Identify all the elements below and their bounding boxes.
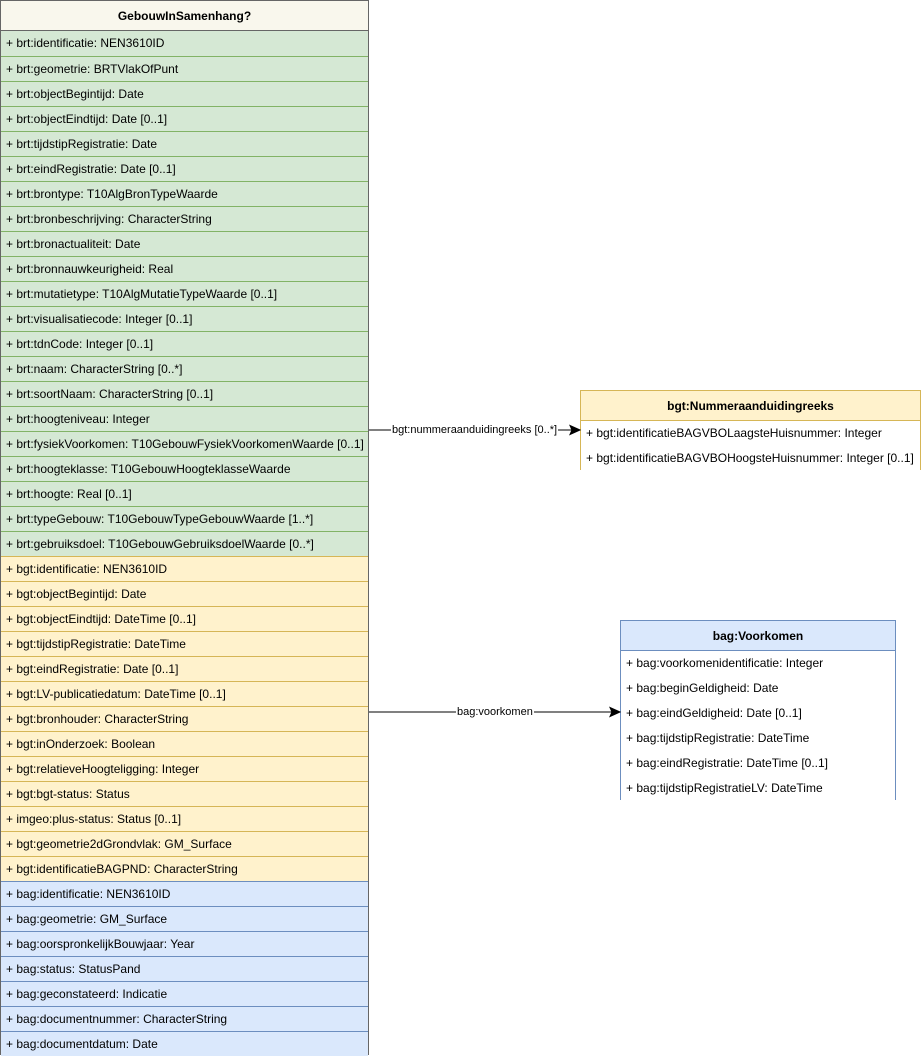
attribute-row[interactable]: + brt:hoogteklasse: T10GebouwHoogteklass…	[1, 456, 368, 481]
attribute-row[interactable]: + bag:status: StatusPand	[1, 956, 368, 981]
class-title: GebouwInSamenhang?	[1, 1, 368, 31]
attribute-list: + brt:identificatie: NEN3610ID+ brt:geom…	[1, 31, 368, 1056]
attribute-row[interactable]: + bag:documentdatum: Date	[1, 1031, 368, 1056]
attribute-row[interactable]: + brt:eindRegistratie: Date [0..1]	[1, 156, 368, 181]
attribute-row[interactable]: + bgt:relatieveHoogteligging: Integer	[1, 756, 368, 781]
attribute-row[interactable]: + bag:eindGeldigheid: Date [0..1]	[621, 701, 895, 726]
attribute-row[interactable]: + bag:geconstateerd: Indicatie	[1, 981, 368, 1006]
attribute-row[interactable]: + bgt:identificatieBAGVBOHoogsteHuisnumm…	[581, 446, 920, 471]
attribute-row[interactable]: + bag:eindRegistratie: DateTime [0..1]	[621, 751, 895, 776]
attribute-row[interactable]: + brt:bronbeschrijving: CharacterString	[1, 206, 368, 231]
attribute-row[interactable]: + brt:hoogteniveau: Integer	[1, 406, 368, 431]
attribute-row[interactable]: + bag:documentnummer: CharacterString	[1, 1006, 368, 1031]
attribute-row[interactable]: + bgt:bgt-status: Status	[1, 781, 368, 806]
attribute-row[interactable]: + brt:bronnauwkeurigheid: Real	[1, 256, 368, 281]
attribute-row[interactable]: + bgt:tijdstipRegistratie: DateTime	[1, 631, 368, 656]
class-voorkomen[interactable]: bag:Voorkomen + bag:voorkomenidentificat…	[620, 620, 896, 801]
arrowhead-icon	[609, 706, 622, 718]
attribute-row[interactable]: + bgt:objectEindtijd: DateTime [0..1]	[1, 606, 368, 631]
attribute-row[interactable]: + bgt:identificatie: NEN3610ID	[1, 556, 368, 581]
arrowhead-icon	[569, 424, 582, 436]
attribute-row[interactable]: + bag:oorspronkelijkBouwjaar: Year	[1, 931, 368, 956]
attribute-row[interactable]: + brt:identificatie: NEN3610ID	[1, 31, 368, 56]
attribute-row[interactable]: + bag:voorkomenidentificatie: Integer	[621, 651, 895, 676]
attribute-row[interactable]: + brt:brontype: T10AlgBronTypeWaarde	[1, 181, 368, 206]
attribute-row[interactable]: + bgt:LV-publicatiedatum: DateTime [0..1…	[1, 681, 368, 706]
attribute-row[interactable]: + bgt:objectBegintijd: Date	[1, 581, 368, 606]
attribute-row[interactable]: + brt:gebruiksdoel: T10GebouwGebruiksdoe…	[1, 531, 368, 556]
attribute-row[interactable]: + bgt:identificatieBAGPND: CharacterStri…	[1, 856, 368, 881]
attribute-row[interactable]: + bgt:identificatieBAGVBOLaagsteHuisnumm…	[581, 421, 920, 446]
attribute-row[interactable]: + brt:naam: CharacterString [0..*]	[1, 356, 368, 381]
attribute-row[interactable]: + bag:identificatie: NEN3610ID	[1, 881, 368, 906]
attribute-row[interactable]: + brt:bronactualiteit: Date	[1, 231, 368, 256]
attribute-row[interactable]: + bag:tijdstipRegistratie: DateTime	[621, 726, 895, 751]
attribute-row[interactable]: + brt:tijdstipRegistratie: Date	[1, 131, 368, 156]
attribute-list: + bgt:identificatieBAGVBOLaagsteHuisnumm…	[581, 421, 920, 471]
attribute-row[interactable]: + brt:typeGebouw: T10GebouwTypeGebouwWaa…	[1, 506, 368, 531]
association-label-nummeraanduidingreeks: bgt:nummeraanduidingreeks [0..*]	[391, 424, 559, 437]
attribute-row[interactable]: + bgt:bronhouder: CharacterString	[1, 706, 368, 731]
attribute-row[interactable]: + brt:mutatietype: T10AlgMutatieTypeWaar…	[1, 281, 368, 306]
association-label-voorkomen: bag:voorkomen	[456, 706, 534, 719]
attribute-row[interactable]: + brt:geometrie: BRTVlakOfPunt	[1, 56, 368, 81]
attribute-row[interactable]: + brt:hoogte: Real [0..1]	[1, 481, 368, 506]
class-nummeraanduidingreeks[interactable]: bgt:Nummeraanduidingreeks + bgt:identifi…	[580, 390, 921, 471]
attribute-row[interactable]: + imgeo:plus-status: Status [0..1]	[1, 806, 368, 831]
attribute-row[interactable]: + bgt:eindRegistratie: Date [0..1]	[1, 656, 368, 681]
attribute-row[interactable]: + bgt:inOnderzoek: Boolean	[1, 731, 368, 756]
attribute-row[interactable]: + bag:tijdstipRegistratieLV: DateTime	[621, 776, 895, 801]
attribute-row[interactable]: + brt:tdnCode: Integer [0..1]	[1, 331, 368, 356]
attribute-row[interactable]: + brt:objectEindtijd: Date [0..1]	[1, 106, 368, 131]
attribute-list: + bag:voorkomenidentificatie: Integer+ b…	[621, 651, 895, 801]
class-title: bgt:Nummeraanduidingreeks	[581, 391, 920, 421]
attribute-row[interactable]: + brt:objectBegintijd: Date	[1, 81, 368, 106]
attribute-row[interactable]: + bag:beginGeldigheid: Date	[621, 676, 895, 701]
attribute-row[interactable]: + brt:soortNaam: CharacterString [0..1]	[1, 381, 368, 406]
attribute-row[interactable]: + brt:visualisatiecode: Integer [0..1]	[1, 306, 368, 331]
attribute-row[interactable]: + bgt:geometrie2dGrondvlak: GM_Surface	[1, 831, 368, 856]
attribute-row[interactable]: + brt:fysiekVoorkomen: T10GebouwFysiekVo…	[1, 431, 368, 456]
class-gebouw-in-samenhang[interactable]: GebouwInSamenhang? + brt:identificatie: …	[0, 0, 369, 1056]
attribute-row[interactable]: + bag:geometrie: GM_Surface	[1, 906, 368, 931]
class-title: bag:Voorkomen	[621, 621, 895, 651]
